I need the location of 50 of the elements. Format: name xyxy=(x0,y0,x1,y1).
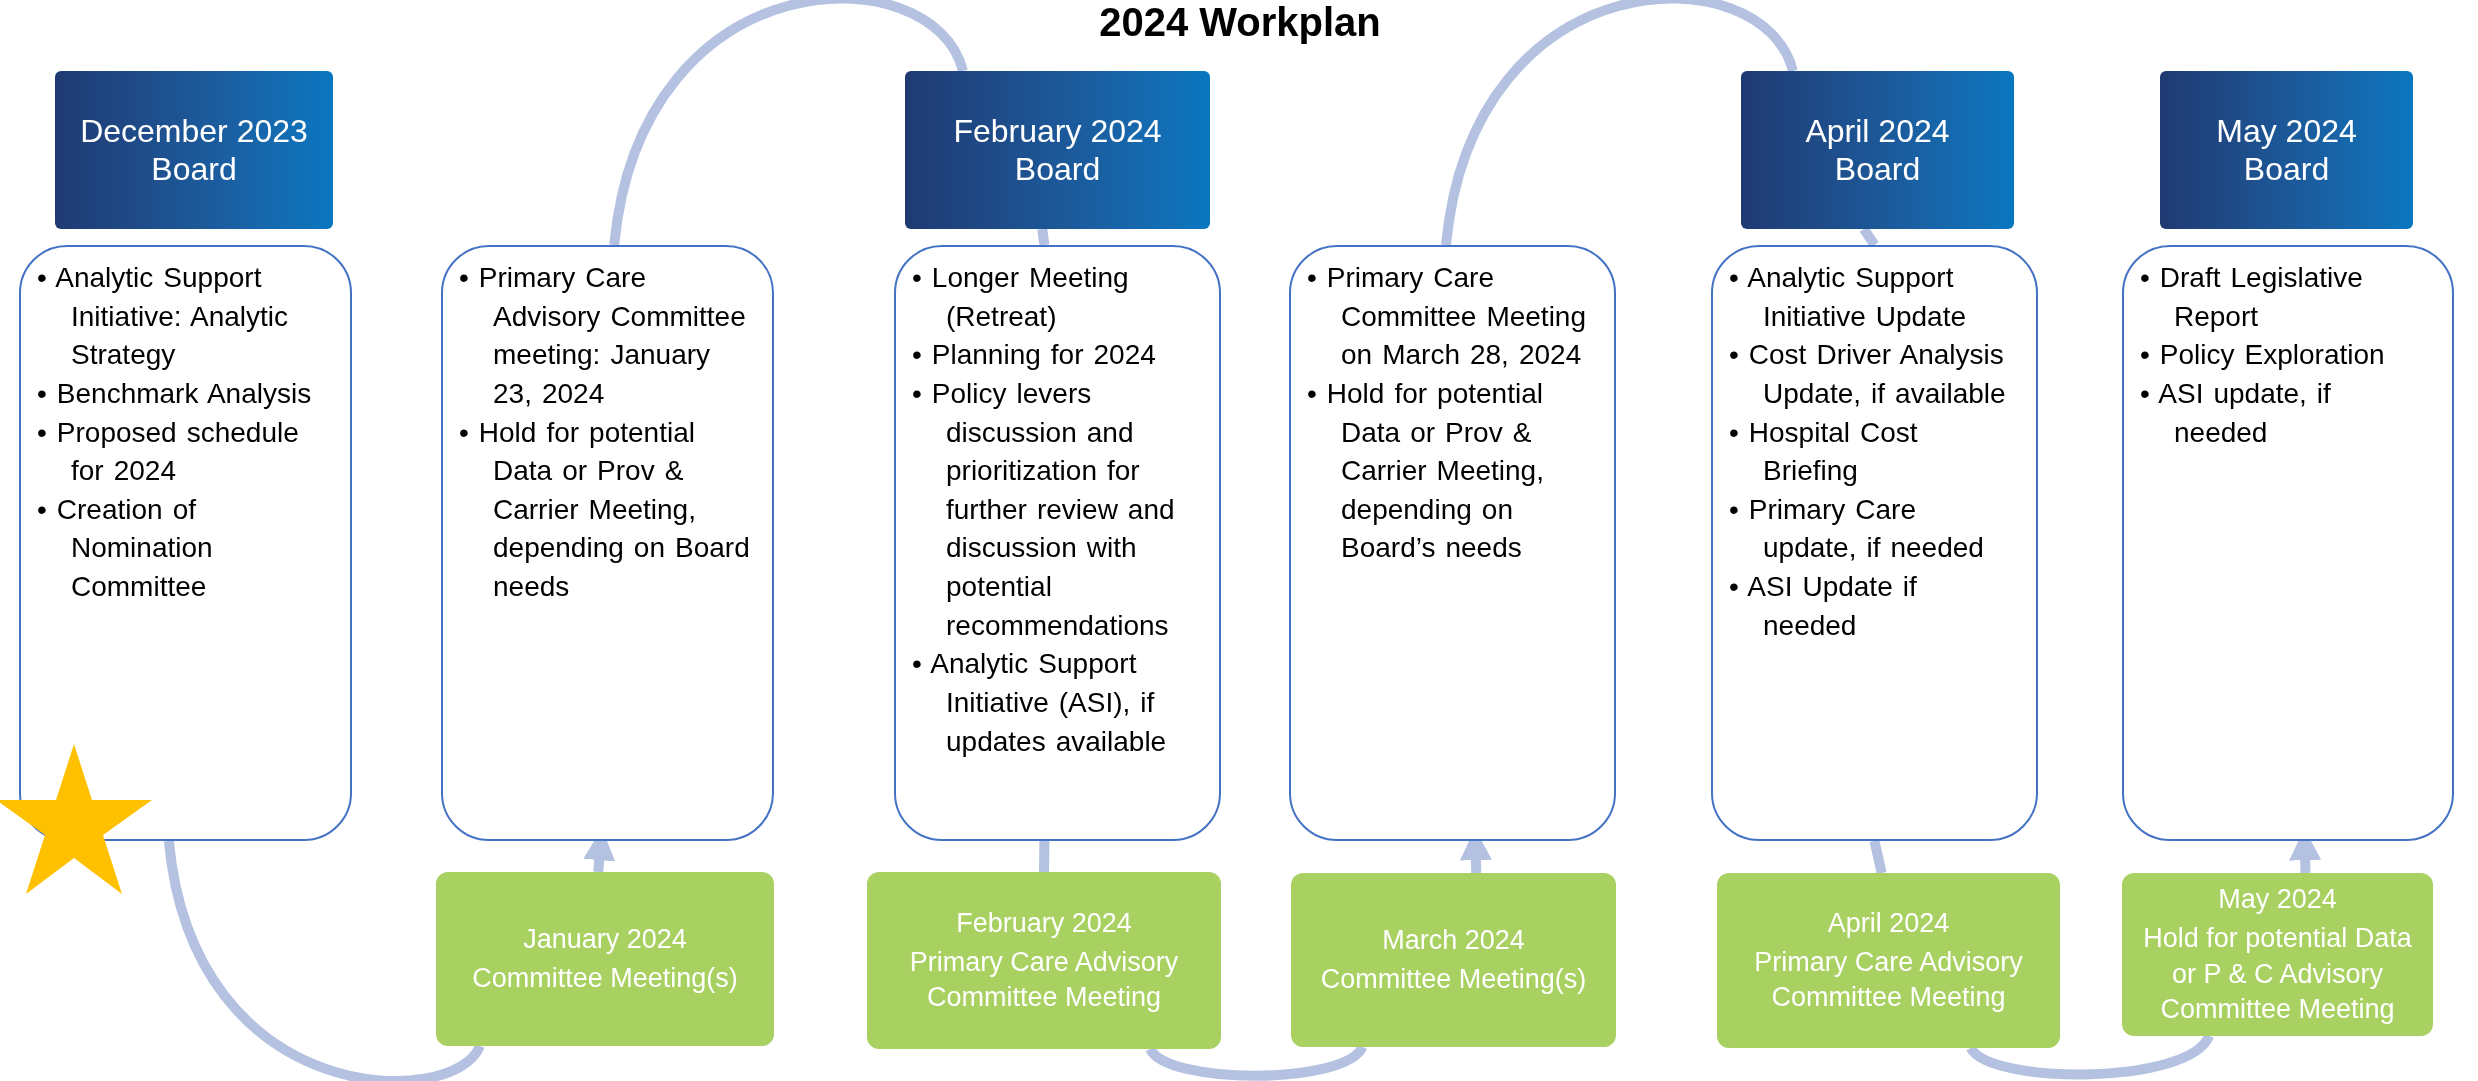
board-title: April 2024 Board xyxy=(1804,111,1951,189)
agenda-box xyxy=(2122,245,2454,841)
committee-meeting-box xyxy=(1291,873,1616,1047)
meeting-text: January 2024 xyxy=(523,922,687,956)
agenda-box xyxy=(441,245,774,841)
agenda-box xyxy=(19,245,352,841)
agenda-item: • Policy levers discussion and prioritization for further review and discussion with potential recommendations xyxy=(912,376,1176,643)
agenda-item: • Cost Driver Analysis Update, if available xyxy=(1729,338,2007,411)
diagram-title: 2024 Workplan xyxy=(1098,0,1382,44)
meeting-text: March 2024 xyxy=(1382,923,1525,957)
committee-meeting-box xyxy=(2122,873,2433,1036)
committee-meeting-box xyxy=(436,872,774,1046)
board-title: May 2024 Board xyxy=(2215,111,2358,189)
meeting-text: Primary Care Advisory Committee Meeting xyxy=(1753,945,2024,1015)
agenda-item: • Primary Care update, if needed xyxy=(1729,492,1985,566)
agenda-item: • Primary Care Advisory Committee meeting: January 23, 2024 xyxy=(459,261,747,411)
agenda-item: • Analytic Support Initiative: Analytic Strategy xyxy=(37,261,289,373)
agenda-box xyxy=(1711,245,2038,841)
meeting-text: February 2024 xyxy=(956,906,1132,940)
committee-meeting-box xyxy=(867,872,1221,1049)
meeting-text: Hold for potential Data or P & C Advisory Committee Meeting xyxy=(2142,922,2413,1026)
agenda-item: • ASI Update if needed xyxy=(1729,570,1918,643)
board-header-box xyxy=(1741,71,2014,229)
agenda-item: • Primary Care Committee Meeting on March 28, 2024 xyxy=(1307,261,1587,373)
board-header-box xyxy=(905,71,1210,229)
agenda-item: • Creation of Nomination Committee xyxy=(37,492,214,604)
agenda-item: • Proposed schedule for 2024 xyxy=(37,415,300,489)
meeting-text: Committee Meeting(s) xyxy=(472,962,738,995)
board-title: February 2024 Board xyxy=(952,111,1163,189)
agenda-item: • Analytic Support Initiative Update xyxy=(1729,261,1968,334)
meeting-text: Committee Meeting(s) xyxy=(1320,963,1587,996)
agenda-item: • ASI update, if needed xyxy=(2140,376,2332,450)
agenda-item: • Policy Exploration xyxy=(2140,338,2386,373)
agenda-box xyxy=(1289,245,1616,841)
agenda-item: • Planning for 2024 xyxy=(912,338,1157,373)
agenda-item: • Draft Legislative Report xyxy=(2140,261,2364,334)
agenda-item: • Hospital Cost Briefing xyxy=(1729,415,1919,489)
board-header-box xyxy=(2160,71,2413,229)
meeting-text: April 2024 xyxy=(1827,906,1950,940)
meeting-text: May 2024 xyxy=(2218,883,2337,917)
agenda-item: • Hold for potential Data or Prov & Carrier Meeting, depending on Board needs xyxy=(459,415,751,604)
agenda-item: • Longer Meeting (Retreat) xyxy=(912,261,1130,334)
committee-meeting-box xyxy=(1717,873,2060,1048)
board-title: December 2023 Board xyxy=(79,111,309,189)
agenda-box xyxy=(894,245,1221,841)
agenda-item: • Benchmark Analysis xyxy=(37,376,313,411)
meeting-text: Primary Care Advisory Committee Meeting xyxy=(908,945,1180,1015)
agenda-item: • Analytic Support Initiative (ASI), if updates available xyxy=(912,647,1168,759)
agenda-item: • Hold for potential Data or Prov & Carrier Meeting, depending on Board’s needs xyxy=(1307,376,1545,566)
board-header-box xyxy=(55,71,333,229)
